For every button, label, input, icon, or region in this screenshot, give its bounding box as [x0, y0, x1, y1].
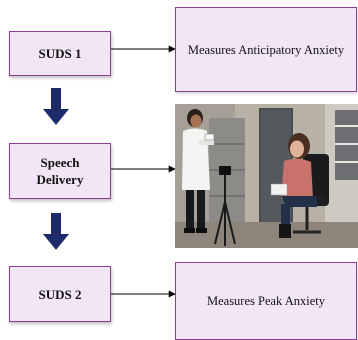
speech-delivery-photo	[175, 104, 358, 248]
suds2-box: SUDS 2	[9, 266, 111, 322]
peak-anxiety-label: Measures Peak Anxiety	[206, 294, 326, 308]
anticipatory-anxiety-label: Measures Anticipatory Anxiety	[187, 42, 345, 57]
peak-anxiety-box: Measures Peak Anxiety	[175, 262, 357, 340]
suds1-label: SUDS 1	[38, 46, 82, 61]
down-arrow-2	[43, 213, 69, 250]
suds2-label: SUDS 2	[38, 286, 82, 302]
speech-delivery-label: Speech Delivery	[36, 155, 84, 187]
down-arrow-1	[43, 88, 69, 125]
suds1-box: SUDS 1	[9, 31, 111, 76]
speech-delivery-box: Speech Delivery	[9, 143, 111, 199]
